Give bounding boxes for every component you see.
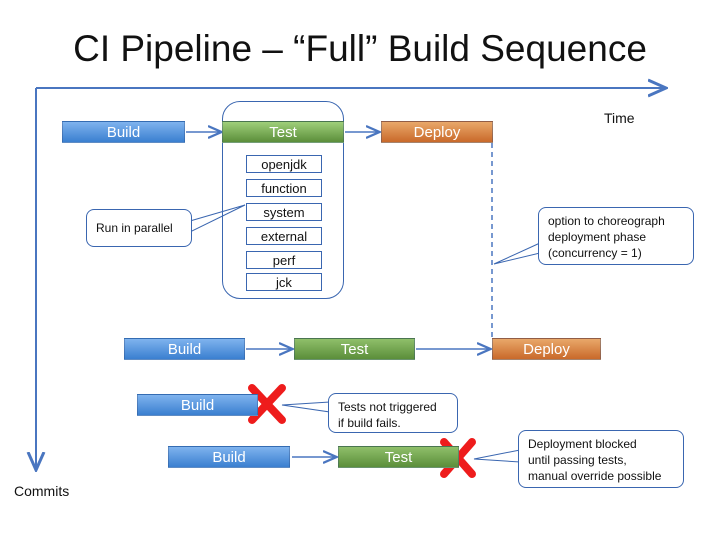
tests-not-triggered-callout: Tests not triggered if build fails. (328, 393, 458, 433)
blocked-line-3: manual override possible (528, 469, 662, 483)
parallel-test-group (222, 101, 344, 299)
slide-title: CI Pipeline – “Full” Build Sequence (73, 28, 647, 69)
blocked-line-1: Deployment blocked (528, 437, 637, 451)
deployment-blocked-callout: Deployment blocked until passing tests, … (518, 430, 684, 488)
not-triggered-line-2: if build fails. (338, 416, 401, 430)
row3-build-stage: Build (137, 394, 258, 416)
test-system: system (246, 203, 322, 221)
row1-test-stage: Test (222, 121, 344, 143)
row1-deploy-stage: Deploy (381, 121, 493, 143)
row1-build-stage: Build (62, 121, 185, 143)
choreograph-line-1: option to choreograph (548, 214, 665, 228)
time-axis-label: Time (604, 110, 635, 126)
test-perf: perf (246, 251, 322, 269)
row2-build-stage: Build (124, 338, 245, 360)
blocked-line-2: until passing tests, (528, 453, 627, 467)
row4-build-stage: Build (168, 446, 290, 468)
choreograph-line-2: deployment phase (548, 230, 647, 244)
test-external: external (246, 227, 322, 245)
not-triggered-line-1: Tests not triggered (338, 400, 437, 414)
row4-test-stage: Test (338, 446, 459, 468)
not-triggered-callout-pointer (281, 401, 331, 413)
row2-test-stage: Test (294, 338, 415, 360)
row2-deploy-stage: Deploy (492, 338, 601, 360)
choreograph-callout-pointer (493, 242, 541, 265)
test-openjdk: openjdk (246, 155, 322, 173)
blocked-callout-pointer (473, 449, 521, 463)
commits-axis-label: Commits (14, 483, 70, 499)
choreograph-callout: option to choreograph deployment phase (… (538, 207, 694, 265)
choreograph-line-3: (concurrency = 1) (548, 246, 642, 260)
test-jck: jck (246, 273, 322, 291)
test-function: function (246, 179, 322, 197)
parallel-callout: Run in parallel (86, 209, 192, 247)
